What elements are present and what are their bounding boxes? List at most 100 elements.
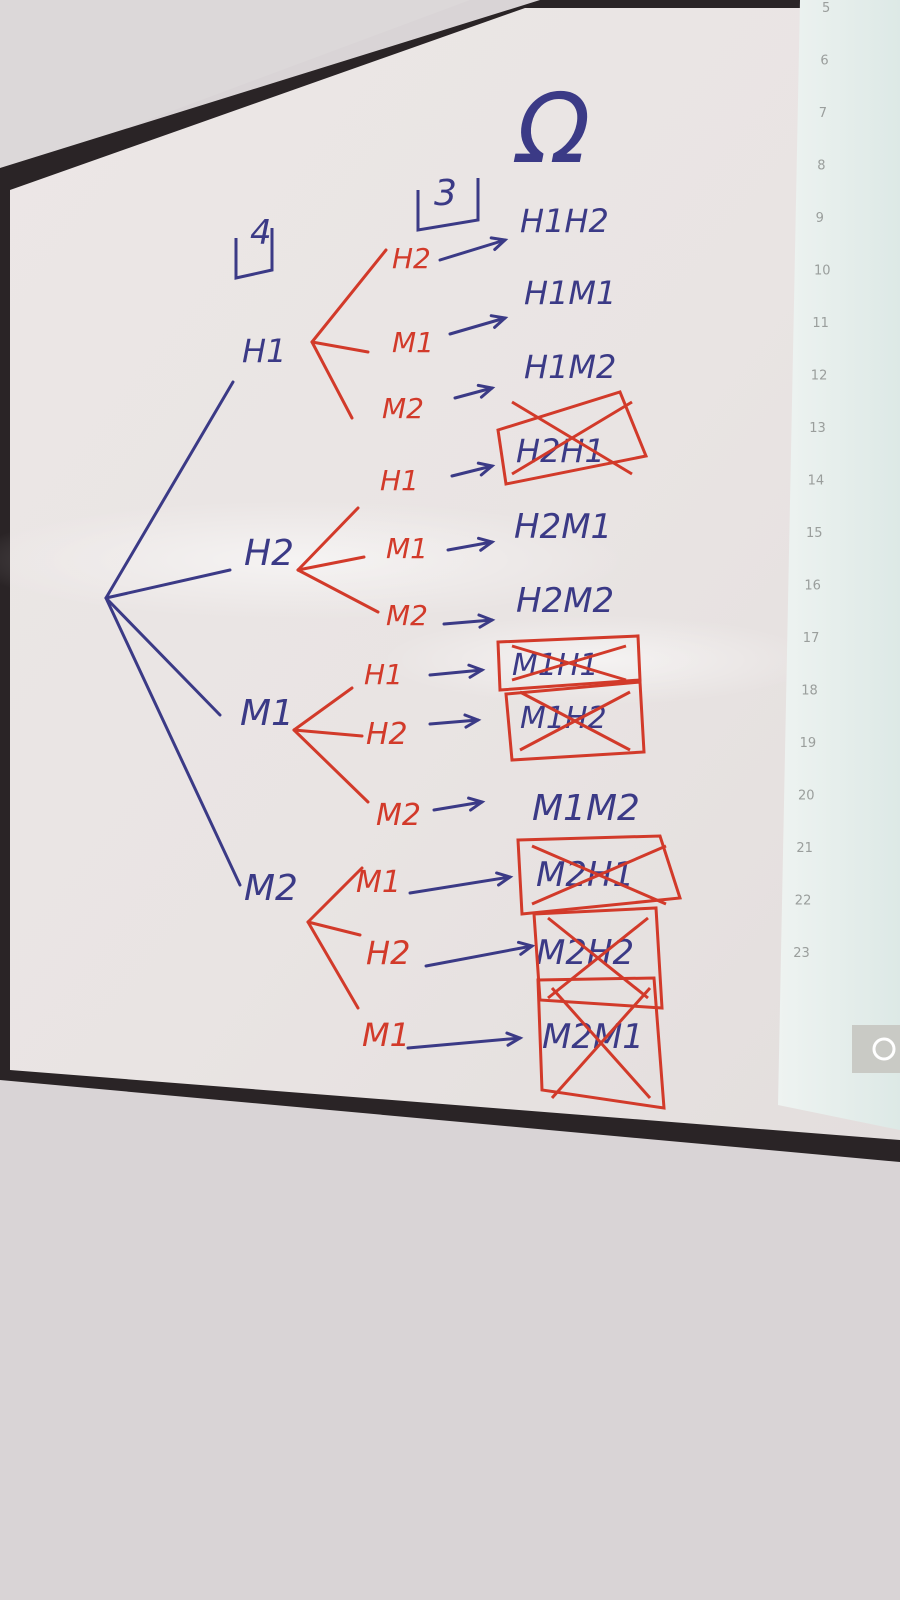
arrow-head	[463, 713, 482, 729]
arrow-shaft	[428, 668, 484, 677]
slide-line-number: 11	[812, 316, 829, 331]
cross-out-box	[532, 906, 664, 1010]
slide-line-number: 8	[817, 159, 825, 174]
slide-line-number: 23	[793, 946, 810, 961]
tree-branch	[306, 920, 360, 1010]
arrow-shaft	[438, 238, 507, 262]
count-box-second: 3	[416, 173, 480, 232]
arrow-head	[505, 1031, 524, 1047]
outcome: H2M1	[514, 507, 612, 547]
second-level-node: M2	[376, 798, 421, 833]
slide-line-number: 17	[803, 631, 820, 646]
arrow-shaft	[450, 464, 494, 478]
arrow-shaft	[432, 800, 484, 812]
second-level-node: M1	[362, 1016, 410, 1054]
slide-line-number: 13	[809, 421, 826, 436]
cross-out-box	[496, 634, 642, 692]
first-level-node: M1	[240, 693, 294, 734]
second-level-node: H1	[364, 658, 403, 691]
glare-2	[380, 615, 820, 705]
glare	[0, 500, 630, 620]
slide-line-number: 12	[811, 369, 828, 384]
first-level-node: H2	[244, 533, 294, 574]
slide-line-number: 20	[798, 789, 815, 804]
tree-branch	[292, 686, 354, 732]
tree-branch	[296, 555, 366, 572]
arrows	[406, 236, 536, 1050]
count-second: 3	[434, 173, 457, 214]
outcome: M1M2	[532, 788, 640, 829]
slide-line-number: 7	[819, 106, 827, 121]
second-level-node: H2	[392, 242, 431, 275]
outcome-crossed: M1H1	[512, 648, 599, 683]
slide-line-number: 10	[814, 264, 831, 279]
slide-line-number: 21	[796, 841, 813, 856]
arrow-head	[467, 663, 486, 679]
arrow-shaft	[442, 618, 494, 626]
outcome: H1H2	[520, 202, 609, 240]
slide-line-number: 9	[816, 211, 824, 226]
first-level-node: M2	[244, 868, 298, 909]
second-level-nodes: H2 M1 M2 H1 M1 M2 H1 H2 M2 M1 H2 M1	[356, 242, 434, 1054]
arrow-shaft	[406, 1036, 522, 1050]
outcome: H1M2	[524, 348, 616, 386]
second-level-node: M2	[386, 599, 428, 632]
arrow-head	[477, 536, 496, 552]
tree-branch	[292, 728, 364, 738]
arrow-shaft	[424, 944, 534, 968]
tree-branch	[310, 340, 370, 354]
second-level-node: H1	[380, 464, 419, 497]
upper-wall	[0, 0, 470, 175]
count-first: 4	[250, 213, 272, 253]
slide-line-number: 6	[820, 54, 828, 69]
arrow-head	[476, 383, 496, 399]
projected-slide	[778, 0, 900, 1130]
slide-line-number: 18	[801, 684, 818, 699]
tree-branch	[104, 380, 235, 600]
count-box-first: 4	[234, 213, 274, 280]
arrow-shaft	[448, 316, 507, 336]
first-level-nodes: H1 H2 M1 M2	[240, 332, 298, 909]
tree-branch	[104, 596, 242, 887]
slide-line-number: 16	[804, 579, 821, 594]
tree-branch	[306, 920, 362, 937]
cross-out-box	[504, 680, 646, 762]
arrow-shaft	[408, 875, 512, 895]
outcome-crossed: M2H2	[536, 933, 634, 973]
slide-line-number: 14	[808, 474, 825, 489]
arrow-head	[467, 796, 486, 812]
tree-diagram	[104, 248, 388, 1010]
arrow-shaft	[428, 718, 480, 726]
cross-out-box	[496, 390, 649, 486]
second-level-node: H2	[366, 934, 410, 972]
cross-out-marks	[496, 390, 682, 1110]
tree-branch	[310, 248, 388, 344]
tree-branch	[306, 866, 364, 924]
tree-branch	[296, 506, 360, 572]
cross-out-stroke	[531, 844, 667, 906]
outcome: H1M1	[524, 274, 616, 312]
outcome: H2M2	[516, 581, 614, 621]
first-level-node: H1	[242, 332, 286, 370]
arrow-head	[516, 940, 536, 956]
cross-out-stroke	[519, 690, 631, 752]
second-level-node: H2	[366, 717, 408, 752]
arrow-head	[476, 461, 496, 477]
cross-out-stroke	[511, 400, 633, 476]
second-level-node: M1	[356, 865, 401, 900]
projector-icon	[852, 1025, 900, 1073]
cross-out-box	[516, 834, 682, 916]
outcome-crossed: M2H1	[536, 855, 634, 895]
cross-out-box	[536, 976, 666, 1110]
second-level-node: M1	[392, 326, 434, 359]
tree-branch	[292, 728, 370, 804]
tree-branch	[310, 340, 354, 420]
cross-out-stroke	[511, 644, 627, 682]
second-level-node: M1	[386, 532, 428, 565]
arrow-head	[477, 613, 496, 629]
arrow-shaft	[446, 540, 494, 552]
slide-line-number: 19	[800, 736, 817, 751]
sample-space-symbol: Ω	[513, 73, 590, 185]
